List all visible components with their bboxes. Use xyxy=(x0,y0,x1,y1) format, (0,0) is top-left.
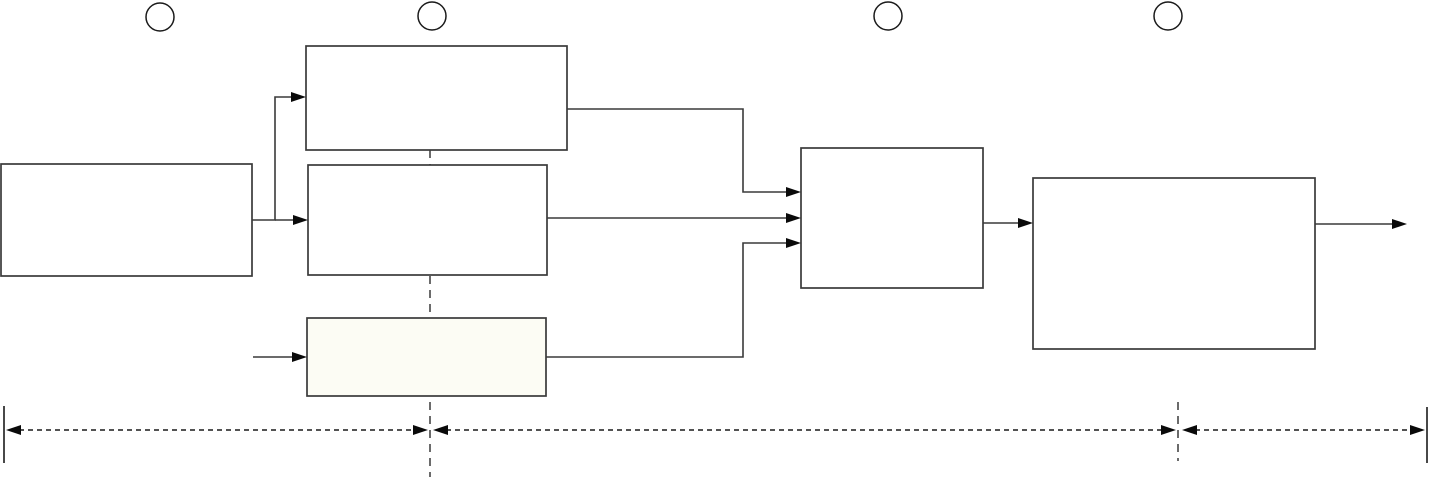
annotation-circle-2 xyxy=(417,1,447,31)
lower-to-combiner-connector xyxy=(546,242,788,358)
source-to-upper-connector xyxy=(252,96,293,221)
combiner-block xyxy=(800,147,984,289)
lower-process-block xyxy=(306,317,547,397)
middle-process-block xyxy=(307,164,548,276)
middle-to-combiner-connector-arrowhead xyxy=(786,213,801,223)
dimension-span-3-left-arrowhead xyxy=(1182,425,1197,435)
system-output-arrow-arrowhead xyxy=(1392,219,1407,229)
source-to-middle-connector-arrowhead xyxy=(293,215,308,225)
dimension-span-2-right-arrowhead xyxy=(1161,425,1176,435)
upper-process-block xyxy=(305,45,568,151)
lower-to-combiner-connector-arrowhead xyxy=(786,238,801,248)
annotation-circle-1 xyxy=(145,2,175,32)
annotation-circle-3 xyxy=(873,1,903,31)
dimension-span-3-right-arrowhead xyxy=(1410,425,1425,435)
output-block xyxy=(1032,177,1316,350)
dimension-span-1-right-arrowhead xyxy=(413,425,428,435)
source-to-upper-connector-arrowhead xyxy=(291,92,306,102)
combiner-to-output-connector-arrowhead xyxy=(1018,218,1033,228)
upper-to-combiner-connector xyxy=(567,108,788,193)
dimension-span-2-left-arrowhead xyxy=(433,425,448,435)
dimension-span-1-left-arrowhead xyxy=(6,425,21,435)
upper-to-combiner-connector-arrowhead xyxy=(786,187,801,197)
external-input-connector-arrowhead xyxy=(292,352,307,362)
annotation-circle-4 xyxy=(1153,1,1183,31)
source-block xyxy=(0,163,253,277)
